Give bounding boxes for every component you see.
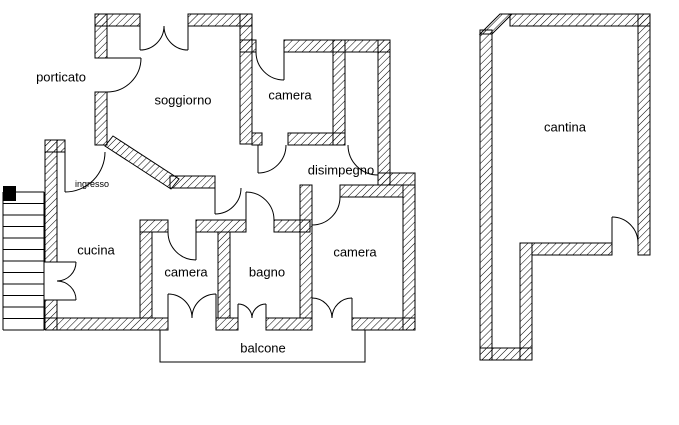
wall-segment [273,219,311,233]
balcony-outline [159,330,366,363]
room-label-soggiorno: soggiorno [154,93,211,108]
window-arc [167,293,193,319]
window-arc [251,303,267,319]
room-label-cantina: cantina [544,120,587,135]
room-label-disimpegno: disimpegno [308,163,375,178]
window-arc [56,280,77,301]
wall-segment-diagonal [104,135,180,190]
staircase [2,186,45,331]
wall-segment [94,91,108,146]
room-label-cucina: cucina [77,243,115,258]
wall-segment [44,139,58,263]
wall-segment [44,299,58,331]
window-arc [56,261,77,282]
door-arc [139,25,165,51]
wall-segment [332,39,346,146]
window-arc [191,293,217,319]
cantina-walls [478,13,651,361]
door-arc [167,231,197,261]
wall-segment [637,13,651,256]
door-arc [347,144,379,176]
room-label-bagno: bagno [249,265,285,280]
door-arc [64,151,106,193]
wall-segment [479,347,533,361]
room-label-porticato: porticato [36,70,86,85]
balcony [159,330,366,363]
wall-segment [94,13,108,59]
wall-segment [519,242,533,361]
door-arc [163,25,189,51]
wall-segment [265,317,313,331]
door-arc [311,196,341,226]
wall-segment [251,132,263,146]
room-label-camera-top: camera [268,88,312,103]
window-arc [331,297,353,319]
door-arc [106,57,142,93]
main-apartment-walls [44,13,416,331]
wall-segment [169,175,216,189]
room-label-ingresso: ingresso [75,179,109,189]
wall-segment [531,242,613,256]
wall-segment [44,317,169,331]
main-apartment-doors [56,25,379,319]
door-arc [611,216,639,244]
wall-segment [215,317,239,331]
door-arc [257,144,287,174]
wall-segment [339,184,404,198]
wall-segment [139,231,153,319]
cantina-doors [611,216,639,244]
wall-segment [377,39,391,186]
window-arc [311,297,333,319]
window-arc [237,303,253,319]
stair-landing-block [3,186,16,201]
wall-segment [299,184,313,319]
wall-segment [402,184,416,331]
door-arc [214,187,242,215]
wall-segment [239,39,257,53]
wall-segment [239,13,253,145]
room-label-camera-right: camera [333,245,377,260]
room-labels: porticato soggiorno camera disimpegno in… [36,70,587,356]
room-label-camera-middle: camera [164,265,208,280]
wall-segment [479,29,493,361]
wall-segment [377,172,416,186]
door-arc [255,51,285,81]
wall-segment [509,13,651,27]
door-arc [245,191,275,221]
wall-segment [139,219,169,233]
wall-segment [195,219,247,233]
wall-segment [351,317,416,331]
room-label-balcone: balcone [240,341,286,356]
wall-segment [217,231,231,319]
